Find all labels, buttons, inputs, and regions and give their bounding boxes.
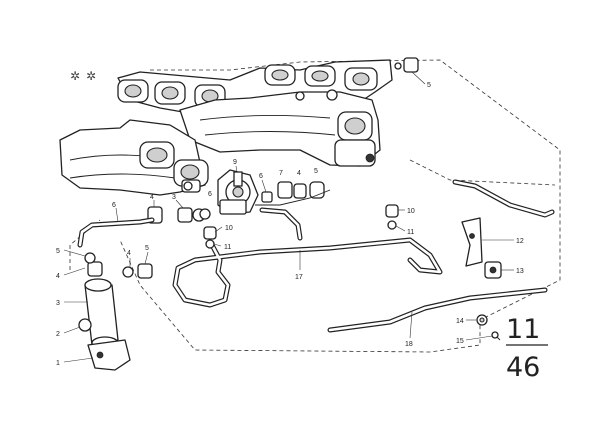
exhaust-manifold-left (59, 119, 209, 196)
fittings-10-11 (203, 204, 399, 249)
callout-label: 5 (145, 245, 149, 252)
group-number: 11 (506, 314, 540, 345)
upper-right-pipe (452, 179, 555, 218)
callout-label: 5 (56, 248, 60, 255)
callout-label: 4 (127, 250, 131, 257)
vacuum-hose (77, 207, 303, 248)
callout-label: 10 (407, 208, 415, 215)
mounting-bracket (461, 217, 502, 279)
callout-label: 2 (56, 331, 60, 338)
callout-label: 11 (407, 229, 414, 236)
exhaust-manifold-front (179, 89, 381, 167)
callout-label: 4 (297, 170, 301, 177)
bolts-14-15 (476, 314, 501, 341)
callout-label: 7 (279, 170, 283, 177)
callout-label: 15 (456, 338, 464, 345)
callout-label: 4 (150, 194, 154, 201)
callout-label: 12 (516, 238, 524, 245)
callouts: 1 2 3 4 5 4 5 6 4 3 6 9 6 7 4 5 10 11 10… (56, 82, 524, 367)
long-pipe-17 (172, 237, 443, 308)
callout-label: 11 (224, 244, 231, 251)
upper-fittings (147, 181, 331, 224)
callout-label: 3 (172, 194, 176, 201)
svg-text:✲: ✲ (86, 69, 96, 83)
stud-nut (394, 57, 419, 73)
callout-label: 14 (456, 318, 464, 325)
callout-label: 5 (427, 82, 431, 89)
fuel-filter-canister (78, 252, 153, 371)
callout-label: 6 (259, 173, 263, 180)
asterisk-marks: ✲ ✲ (70, 69, 96, 83)
callout-label: 3 (56, 300, 60, 307)
long-pipe-18 (327, 287, 548, 333)
callout-label: 17 (295, 274, 303, 281)
callout-label: 5 (314, 168, 318, 175)
callout-label: 10 (225, 225, 233, 232)
vacuum-actuator (217, 169, 259, 215)
page-number: 46 (506, 352, 540, 383)
callout-label: 18 (405, 341, 413, 348)
page-number-block: 11 46 (506, 314, 548, 383)
callout-label: 4 (56, 273, 60, 280)
leader-lines (63, 71, 514, 363)
callout-label: 6 (112, 202, 116, 209)
callout-label: 6 (208, 191, 212, 198)
callout-label: 9 (233, 159, 237, 166)
callout-label: 13 (516, 268, 524, 275)
svg-text:✲: ✲ (70, 69, 80, 83)
callout-label: 1 (56, 360, 60, 367)
